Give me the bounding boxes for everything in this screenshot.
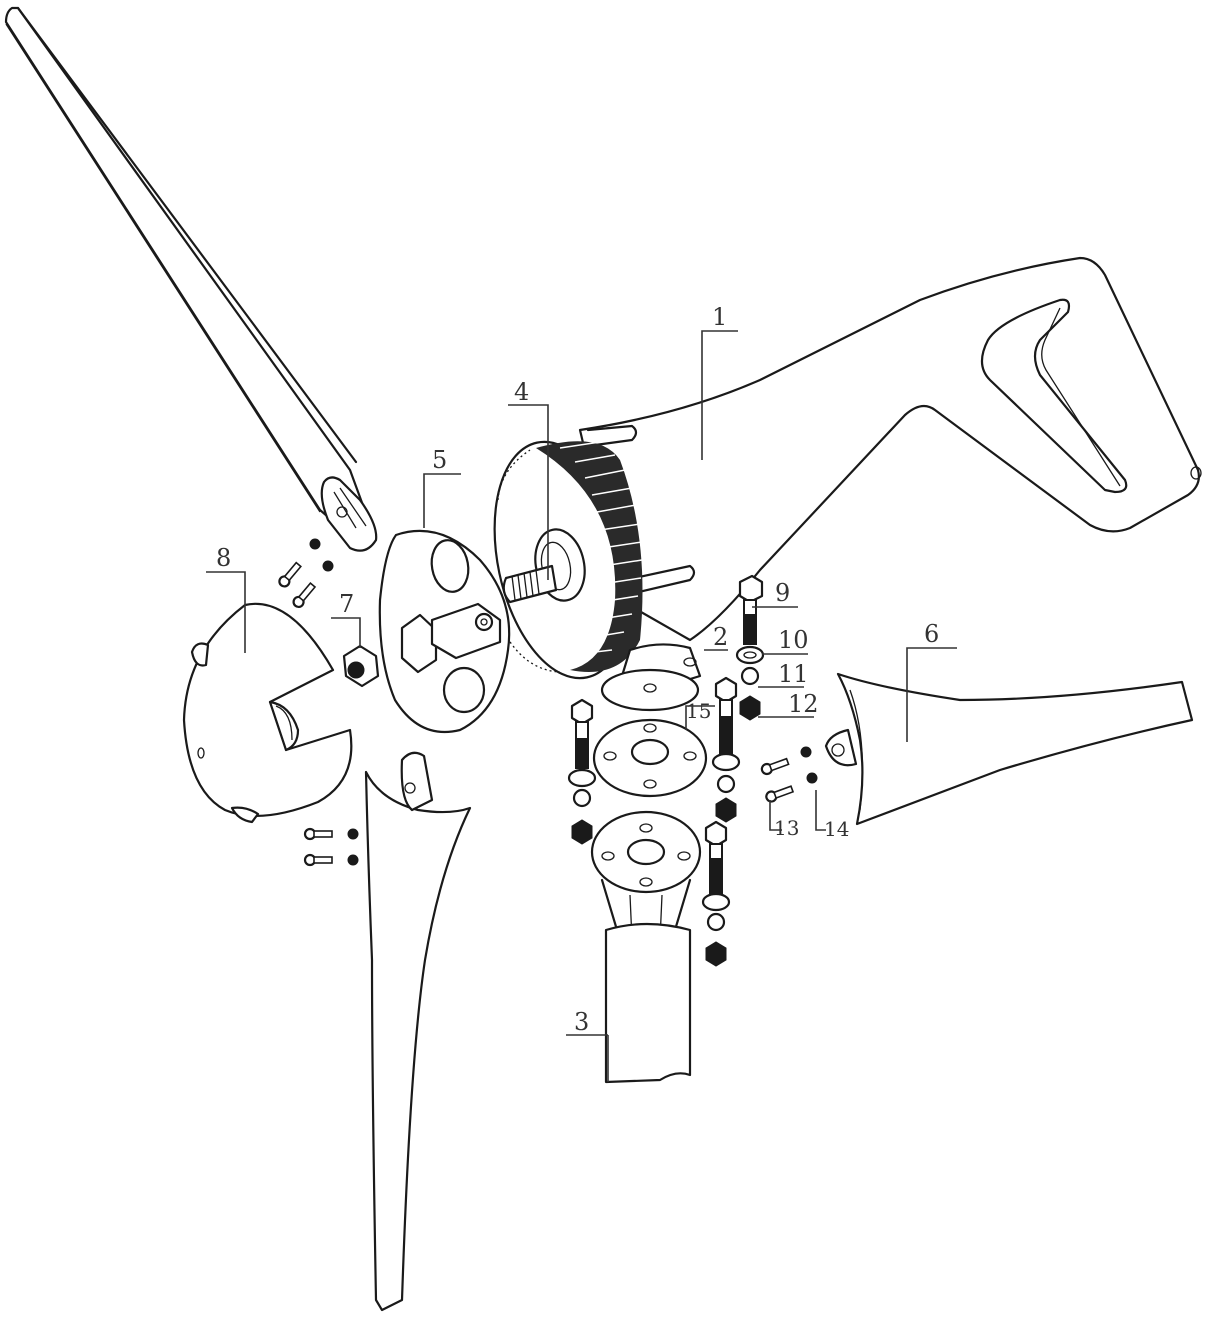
generator-drum bbox=[493, 440, 643, 680]
tower-flange bbox=[590, 810, 702, 942]
tail-vane-body bbox=[578, 256, 1202, 642]
blade-bottom bbox=[364, 751, 472, 1312]
leader-lines bbox=[206, 330, 957, 1082]
label-part-4: 4 bbox=[514, 378, 529, 406]
label-part-3: 3 bbox=[574, 1008, 589, 1036]
mounting-flange-15 bbox=[592, 718, 708, 798]
tower-pole bbox=[604, 922, 692, 1084]
label-part-10: 10 bbox=[778, 626, 809, 654]
hub-flange bbox=[378, 529, 511, 734]
yaw-base bbox=[600, 643, 702, 712]
label-part-1: 1 bbox=[712, 303, 727, 331]
nose-cone bbox=[182, 602, 353, 824]
label-part-6: 6 bbox=[924, 620, 939, 648]
label-part-8: 8 bbox=[216, 544, 231, 572]
blade-right bbox=[824, 672, 1194, 826]
hub-nut bbox=[342, 644, 380, 688]
label-part-11: 11 bbox=[778, 660, 809, 688]
label-part-7: 7 bbox=[339, 590, 354, 618]
label-part-12: 12 bbox=[788, 690, 819, 718]
label-part-2: 2 bbox=[713, 623, 728, 651]
label-part-5: 5 bbox=[432, 446, 447, 474]
label-part-15: 15 bbox=[686, 699, 711, 723]
label-part-14: 14 bbox=[824, 817, 849, 841]
fasteners bbox=[278, 538, 818, 967]
blade-top-left bbox=[4, 6, 378, 552]
part-labels: 1 2 3 4 5 6 7 8 9 10 11 12 13 14 15 bbox=[216, 303, 939, 1036]
label-part-9: 9 bbox=[775, 579, 790, 607]
label-part-13: 13 bbox=[774, 816, 799, 840]
